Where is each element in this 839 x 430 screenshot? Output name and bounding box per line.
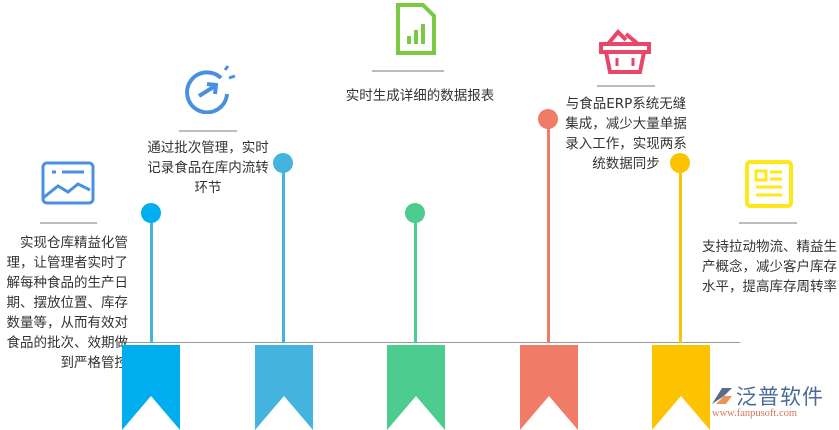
pin-dot [405, 203, 425, 223]
pin-dot [273, 153, 293, 173]
feature-text-4: 与食品ERP系统无缝集成，减少大量单据录入工作，实现两系统数据同步 [565, 96, 687, 172]
baseline [120, 342, 740, 343]
ribbon-2 [255, 345, 313, 430]
basket-icon [599, 29, 651, 74]
ribbon-3 [387, 345, 445, 430]
pin-stem [414, 213, 417, 343]
feature-text-5: 支持拉动物流、精益生产概念，减少客户库存水平，提高库存周转率 [702, 239, 837, 295]
refresh-arrow-icon [185, 65, 236, 114]
logo: 泛普软件 www.fanpusoft.com [708, 380, 838, 426]
logo-url: www.fanpusoft.com [712, 408, 798, 419]
pin-stem [150, 213, 153, 343]
document-icon [745, 160, 793, 208]
pin-stem [282, 163, 285, 343]
image-chart-icon [41, 161, 95, 205]
pin-dot [670, 153, 690, 173]
pin-dot [538, 109, 558, 129]
logo-name: 泛普软件 [736, 385, 824, 409]
logo-mark-icon [712, 388, 732, 404]
divider [739, 222, 797, 224]
report-chart-icon [396, 3, 436, 55]
pin-dot [141, 203, 161, 223]
ribbon-5 [652, 345, 710, 430]
pin-stem [679, 163, 682, 343]
ribbon-1 [122, 345, 180, 430]
feature-text-2: 通过批次管理，实时记录食品在库内流转环节 [147, 140, 269, 196]
feature-text-1: 实现仓库精益化管理，让管理者实时了解每种食品的生产日期、摆放位置、库存数量等，从… [6, 235, 129, 371]
pin-stem [547, 119, 550, 343]
divider [40, 222, 97, 224]
feature-text-3: 实时生成详细的数据报表 [345, 88, 495, 104]
ribbon-4 [520, 345, 578, 430]
divider [372, 70, 444, 72]
divider [179, 130, 237, 132]
divider [597, 85, 655, 87]
